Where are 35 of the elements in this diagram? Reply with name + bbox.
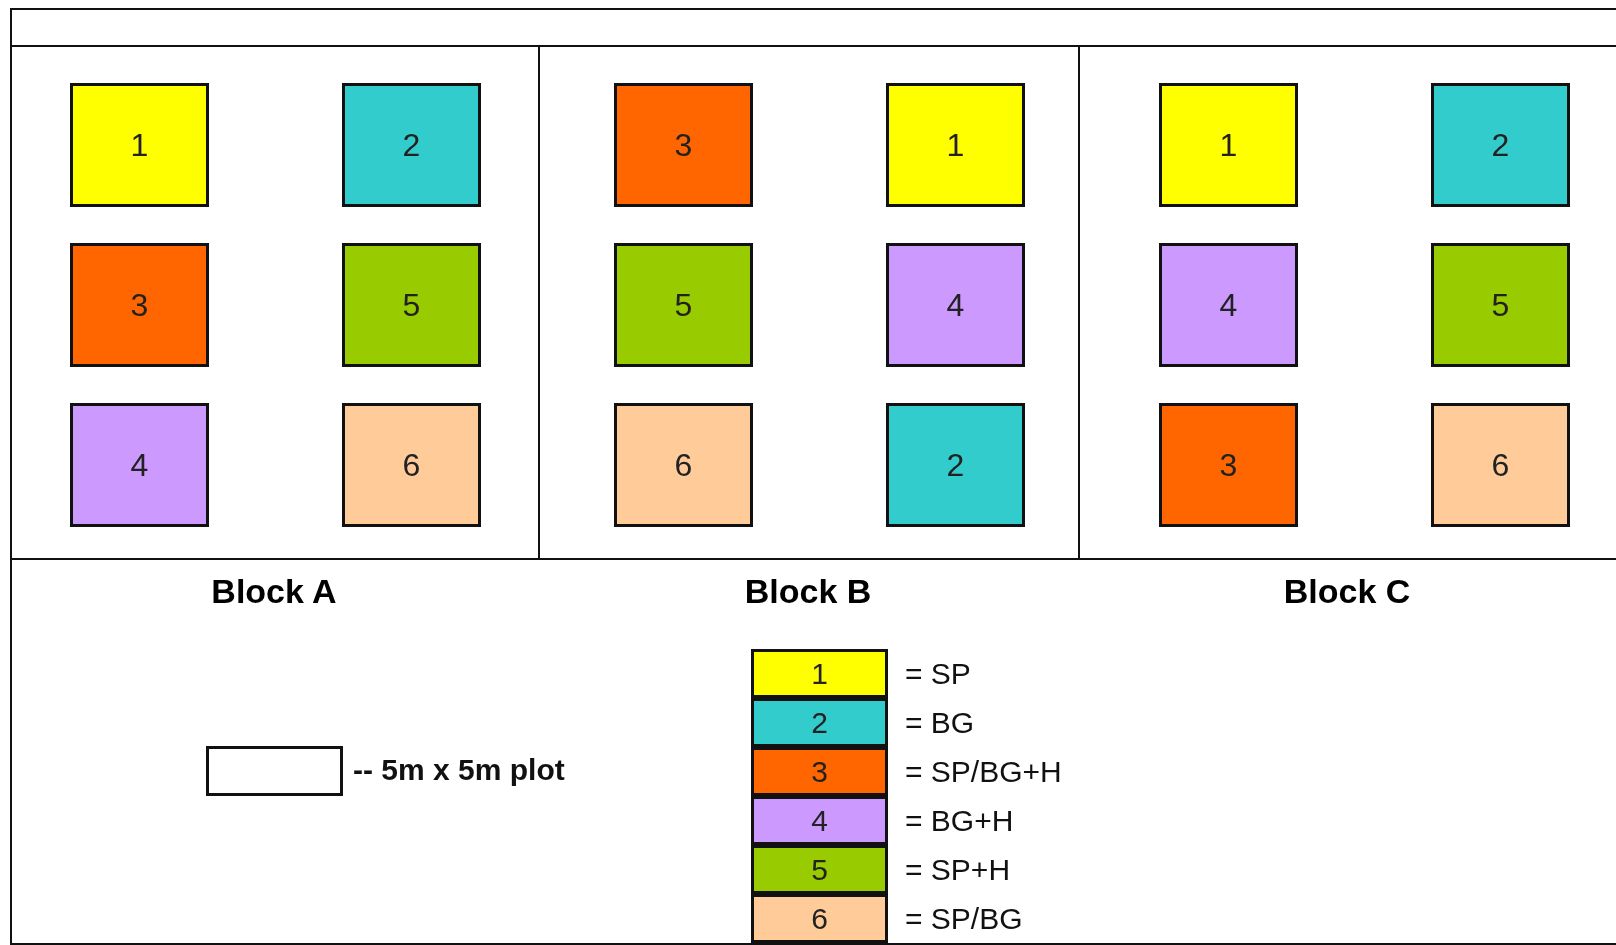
legend-text: = BG+H: [905, 804, 1014, 838]
plot-square: 4: [886, 243, 1025, 367]
legend-swatch: 4: [751, 796, 888, 845]
plot-square: 6: [614, 403, 753, 527]
plot-square: 4: [70, 403, 209, 527]
legend-swatch: 6: [751, 894, 888, 943]
plot-square: 5: [1431, 243, 1570, 367]
block-label: Block C: [1282, 572, 1412, 611]
plot-square: 3: [1159, 403, 1298, 527]
plot-square: 4: [1159, 243, 1298, 367]
plot-square: 5: [342, 243, 481, 367]
legend-swatch: 2: [751, 698, 888, 747]
legend-text: = SP: [905, 657, 971, 691]
legend-text: = BG: [905, 706, 975, 740]
plot-square: 6: [342, 403, 481, 527]
block-label: Block A: [210, 572, 338, 611]
legend-swatch: 5: [751, 845, 888, 894]
plot-square: 2: [886, 403, 1025, 527]
legend-swatch: 1: [751, 649, 888, 698]
plot-square: 3: [614, 83, 753, 207]
plot-square: 5: [614, 243, 753, 367]
plot-size-note: -- 5m x 5m plot: [353, 753, 565, 787]
plot-square: 6: [1431, 403, 1570, 527]
legend-text: = SP/BG+H: [905, 755, 1062, 789]
plot-square: 1: [886, 83, 1025, 207]
legend-text: = SP+H: [905, 853, 1011, 887]
legend-swatch: 3: [751, 747, 888, 796]
plot-square: 2: [1431, 83, 1570, 207]
plot-key-box: [206, 746, 343, 796]
plot-square: 1: [1159, 83, 1298, 207]
plot-square: 1: [70, 83, 209, 207]
plot-square: 2: [342, 83, 481, 207]
legend-text: = SP/BG: [905, 902, 1023, 936]
plot-square: 3: [70, 243, 209, 367]
block-label: Block B: [743, 572, 873, 611]
